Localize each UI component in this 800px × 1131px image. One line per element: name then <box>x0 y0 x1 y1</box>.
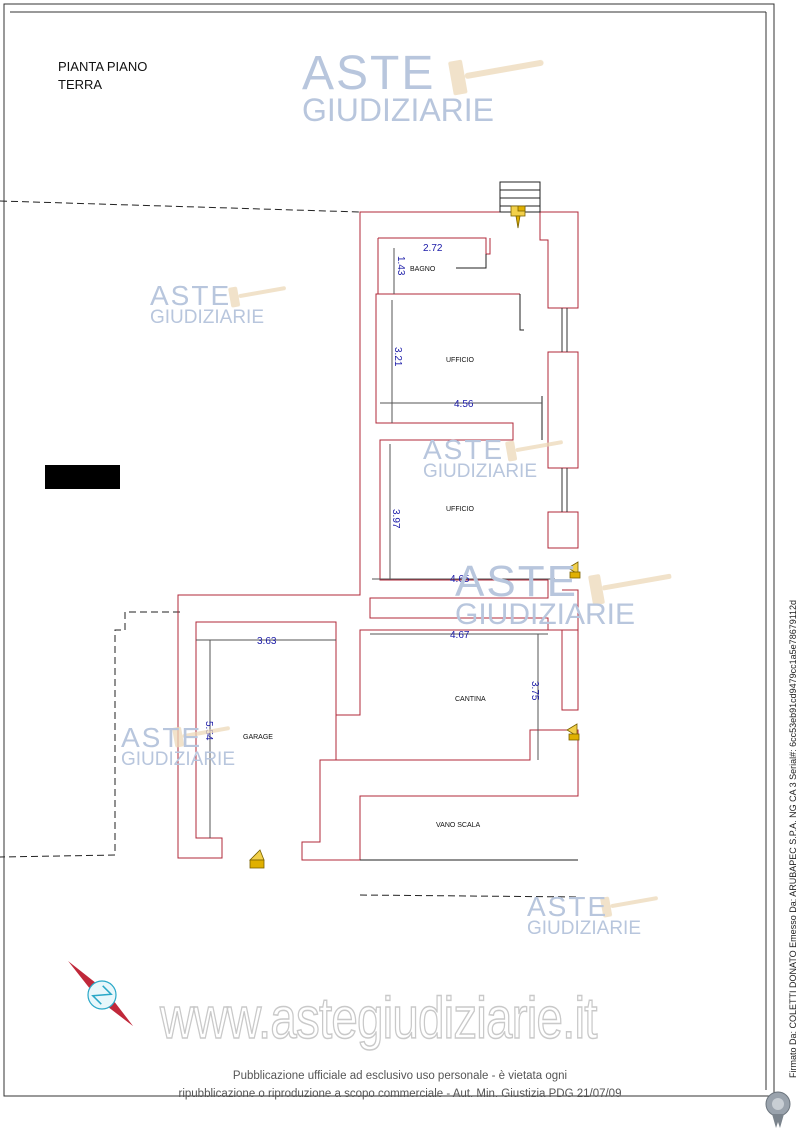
room-garage: GARAGE <box>243 734 273 741</box>
watermark-line1: ASTE <box>423 434 505 465</box>
digital-signature-text: Firmato Da: COLETTI DONATO Emesso Da: AR… <box>788 599 798 1078</box>
watermark-line2: GIUDIZIARIE <box>423 461 538 482</box>
north-arrow-icon <box>68 961 134 1027</box>
watermark-logo: ASTE GIUDIZIARIE <box>527 891 642 939</box>
watermark-line2: GIUDIZIARIE <box>121 749 236 770</box>
sheet-frame <box>3 3 775 1097</box>
room-ufficio-1: UFFICIO <box>446 357 475 364</box>
room-bagno: BAGNO <box>410 266 436 273</box>
footer-line1: Pubblicazione ufficiale ad esclusivo uso… <box>232 1070 568 1082</box>
dim-ufficio2-height: 3.97 <box>390 509 401 529</box>
gavel-icon <box>172 59 672 918</box>
watermark-line1: ASTE <box>455 557 578 606</box>
dim-bagno-height: 1.43 <box>395 256 406 276</box>
dim-ufficio2-width: 4.65 <box>450 574 470 585</box>
dim-bagno-width: 2.72 <box>423 243 443 254</box>
footer-line2: ripubblicazione o riproduzione a scopo c… <box>178 1088 622 1100</box>
view-markers <box>249 205 581 869</box>
dim-cantina-height: 3.75 <box>529 681 540 701</box>
view-marker-icon <box>566 723 580 741</box>
redaction-box <box>45 465 120 489</box>
website-watermark: www.astegiudiziarie.it <box>159 985 598 1052</box>
plan-title: PIANTA PIANO TERRA <box>58 58 147 94</box>
room-vano-scala: VANO SCALA <box>436 822 481 829</box>
watermark-line1: ASTE <box>150 280 232 311</box>
plan-title-line2: TERRA <box>58 77 103 92</box>
watermark-line2: GIUDIZIARIE <box>455 598 636 631</box>
room-cantina: CANTINA <box>455 696 486 703</box>
view-marker-icon <box>567 561 581 579</box>
dim-cantina-width: 4.67 <box>450 630 470 641</box>
seal-icon <box>765 1091 791 1128</box>
view-marker-icon <box>249 849 265 869</box>
watermark-line2: GIUDIZIARIE <box>302 92 495 128</box>
watermark-line2: GIUDIZIARIE <box>527 918 642 939</box>
watermark-logo: ASTE GIUDIZIARIE <box>302 47 495 128</box>
property-boundary <box>0 200 581 898</box>
watermark-logo: ASTE GIUDIZIARIE <box>423 434 538 482</box>
watermark-logo: ASTE GIUDIZIARIE <box>121 722 236 770</box>
view-marker-icon <box>510 205 526 229</box>
windows <box>561 308 568 512</box>
room-ufficio-2: UFFICIO <box>446 506 475 513</box>
dim-ufficio1-width: 4.56 <box>454 399 474 410</box>
dim-garage-width: 3.63 <box>257 636 277 647</box>
plan-title-line1: PIANTA PIANO <box>58 59 148 74</box>
watermark-line1: ASTE <box>527 891 609 922</box>
watermark-line1: ASTE <box>121 722 203 753</box>
watermark-logo: ASTE GIUDIZIARIE <box>150 280 265 328</box>
watermark-line1: ASTE <box>302 47 436 100</box>
watermark-line2: GIUDIZIARIE <box>150 307 265 328</box>
watermark-logo: ASTE GIUDIZIARIE <box>455 560 635 630</box>
dim-ufficio1-height: 3.21 <box>392 347 403 367</box>
interior-lines <box>196 248 555 838</box>
room-labels: BAGNO UFFICIO UFFICIO CANTINA GARAGE VAN… <box>243 266 486 829</box>
